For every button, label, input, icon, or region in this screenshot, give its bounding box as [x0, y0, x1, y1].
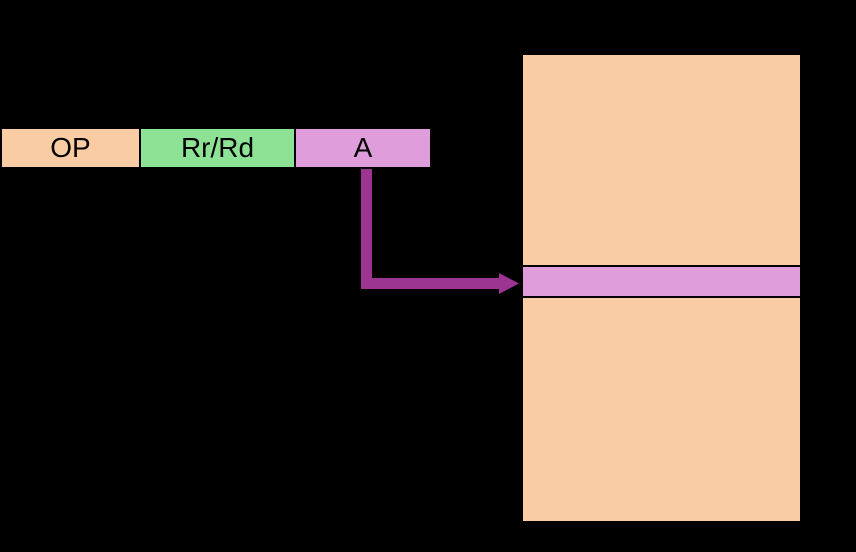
- address-field-label: A: [353, 132, 373, 163]
- address-arrow-vertical-segment: [361, 169, 372, 289]
- address-arrow-horizontal-segment: [361, 278, 500, 289]
- instruction-field-address: A: [294, 127, 432, 169]
- instruction-field-register: Rr/Rd: [139, 127, 296, 169]
- memory-block: [521, 53, 802, 523]
- memory-addressed-row: [521, 265, 802, 298]
- address-arrow-head-icon: [499, 273, 519, 294]
- memory-region-upper: [521, 53, 802, 267]
- opcode-field-label: OP: [50, 132, 91, 163]
- register-field-label: Rr/Rd: [180, 132, 255, 163]
- instruction-format-bar: OP Rr/Rd A: [0, 127, 432, 169]
- memory-region-lower: [521, 296, 802, 523]
- instruction-field-opcode: OP: [0, 127, 141, 169]
